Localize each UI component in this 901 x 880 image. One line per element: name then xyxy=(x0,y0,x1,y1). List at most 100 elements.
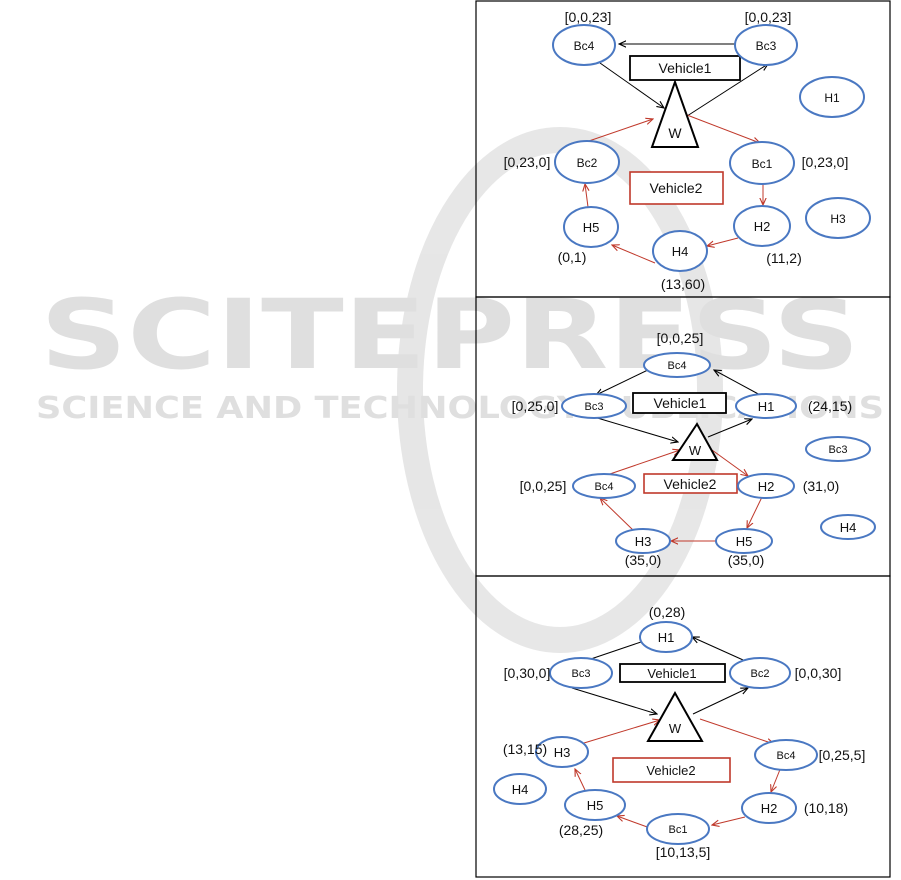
node-bc1 xyxy=(646,813,710,845)
vehicle1-box xyxy=(629,55,741,81)
panel-1-edges xyxy=(585,44,768,264)
depot-w-label: W xyxy=(669,721,682,736)
vehicle1-box xyxy=(619,663,726,683)
node-bc2 xyxy=(554,140,620,184)
edge-h4-h5 xyxy=(612,245,656,264)
vehicle2-label: Vehicle2 xyxy=(664,476,717,492)
edge-bc3-w xyxy=(593,416,678,442)
panel-2-edges xyxy=(593,367,763,541)
ann-bc4-left: [0,0,25] xyxy=(520,478,567,494)
node-bc4 xyxy=(754,739,818,771)
node-h3 xyxy=(805,197,871,239)
ann-h1: (0,28) xyxy=(649,604,686,620)
ann-h2: (31,0) xyxy=(803,478,840,494)
watermark-main: SCITEPRESS xyxy=(40,279,860,391)
node-h3-label: H3 xyxy=(830,212,846,226)
ann-bc2: [0,23,0] xyxy=(504,154,551,170)
node-h3-label: H3 xyxy=(554,745,571,760)
node-h1-label: H1 xyxy=(824,91,840,105)
vehicle2-label: Vehicle2 xyxy=(650,180,703,196)
ann-h2: (11,2) xyxy=(766,250,802,266)
edge-h2-bc1 xyxy=(712,816,746,825)
node-h4-label: H4 xyxy=(840,520,857,535)
node-bc3 xyxy=(549,657,613,689)
node-h1 xyxy=(735,393,797,419)
depot-w xyxy=(646,690,704,742)
node-h2 xyxy=(741,792,797,824)
vehicle2-label: Vehicle2 xyxy=(646,763,695,778)
edge-bc4-w xyxy=(603,450,680,477)
ann-h5: (0,1) xyxy=(558,249,587,265)
depot-w xyxy=(650,79,700,148)
node-bc3-right xyxy=(805,436,871,462)
panel-3: Vehicle1 Vehicle2 W H1 Bc3 Bc2 H3 Bc4 H4… xyxy=(475,575,891,878)
node-bc3-label: Bc3 xyxy=(756,39,777,53)
edge-h2-h4 xyxy=(707,237,739,246)
node-bc4 xyxy=(552,24,616,66)
node-h2-label: H2 xyxy=(761,801,778,816)
node-h5 xyxy=(715,528,773,554)
ann-h3: (35,0) xyxy=(625,552,662,568)
panel-3-border xyxy=(475,575,891,878)
edge-w-bc4 xyxy=(699,718,774,744)
vehicle1-label: Vehicle1 xyxy=(659,60,712,76)
node-h4-label: H4 xyxy=(512,782,529,797)
node-h4 xyxy=(493,773,547,805)
node-h1 xyxy=(639,621,693,653)
ann-bc3-left: [0,25,0] xyxy=(512,398,559,414)
depot-w-label: W xyxy=(668,125,682,141)
node-bc4-label: Bc4 xyxy=(574,39,595,53)
node-h4-label: H4 xyxy=(672,244,689,259)
edge-h3-w xyxy=(583,720,660,744)
node-bc2-label: Bc2 xyxy=(751,668,770,680)
ann-bc1: [0,23,0] xyxy=(802,154,849,170)
node-bc3-label: Bc3 xyxy=(572,668,591,680)
node-h1 xyxy=(799,76,865,118)
node-bc4-left-label: Bc4 xyxy=(595,481,614,493)
node-h5 xyxy=(563,206,619,248)
node-bc4-top-label: Bc4 xyxy=(668,360,687,372)
node-bc2 xyxy=(729,657,791,689)
panel-3-edges xyxy=(571,637,782,829)
panel-2: Vehicle1 Vehicle2 W Bc4 Bc3 H1 Bc3 Bc4 H… xyxy=(475,296,891,577)
node-bc3-right-label: Bc3 xyxy=(829,444,848,456)
node-bc1-label: Bc1 xyxy=(669,824,688,836)
edge-bc3-w xyxy=(571,687,657,714)
node-h4 xyxy=(820,514,876,540)
edge-bc4-bc3 xyxy=(596,367,653,395)
node-bc1-label: Bc1 xyxy=(752,157,773,171)
edge-h3-bc4 xyxy=(600,498,635,532)
edge-w-bc3 xyxy=(683,64,768,119)
ann-h5: (28,25) xyxy=(559,822,603,838)
edge-bc2-h1 xyxy=(692,637,753,665)
watermark-swoosh xyxy=(397,127,723,653)
node-h2 xyxy=(733,205,791,247)
edge-h5-bc2 xyxy=(585,184,588,208)
watermark: SCITEPRESS SCIENCE AND TECHNOLOGY PUBLIC… xyxy=(36,127,884,653)
node-h5 xyxy=(564,789,626,821)
vehicle1-box xyxy=(632,392,727,414)
node-h2 xyxy=(737,473,795,499)
vehicle1-label: Vehicle1 xyxy=(647,666,696,681)
edge-bc2-w xyxy=(585,119,653,143)
vehicle2-box xyxy=(643,473,738,494)
edge-w-h1 xyxy=(707,419,752,438)
node-h1-label: H1 xyxy=(758,399,775,414)
ann-h5: (35,0) xyxy=(728,552,765,568)
vehicle2-box xyxy=(629,171,724,205)
node-h5-label: H5 xyxy=(736,534,753,549)
node-bc1 xyxy=(729,141,795,185)
node-h2-label: H2 xyxy=(754,219,771,234)
edge-h2-h5 xyxy=(747,496,763,528)
ann-h3: (13,15) xyxy=(503,741,547,757)
panel-1: Vehicle1 Vehicle2 W Bc4 Bc3 H1 Bc2 Bc1 H… xyxy=(475,0,891,298)
edge-bc4-w xyxy=(599,62,664,108)
node-h5-label: H5 xyxy=(587,798,604,813)
edge-w-bc1 xyxy=(686,114,760,143)
node-bc3-left xyxy=(561,393,627,419)
ann-bc4-top: [0,0,25] xyxy=(657,330,704,346)
edge-h1-bc4 xyxy=(714,370,763,397)
ann-bc4: [0,25,5] xyxy=(819,747,866,763)
node-bc4-label: Bc4 xyxy=(777,750,796,762)
node-h1-label: H1 xyxy=(658,630,675,645)
